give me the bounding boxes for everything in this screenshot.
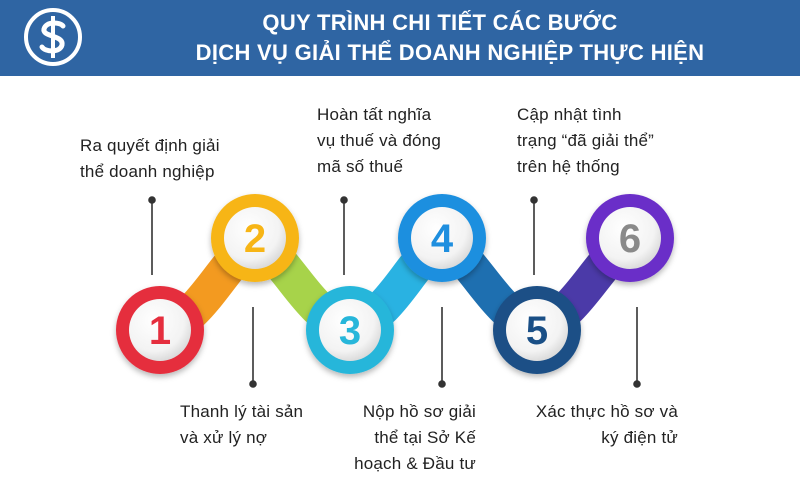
pointer-step-2 — [249, 307, 257, 388]
title-line-1: QUY TRÌNH CHI TIẾT CÁC BƯỚC — [262, 10, 618, 35]
step-1-line: Ra quyết định giải — [80, 136, 220, 155]
header-banner: QUY TRÌNH CHI TIẾT CÁC BƯỚC DỊCH VỤ GIẢI… — [0, 0, 800, 76]
step-5-line: trên hệ thống — [517, 157, 620, 176]
step-6-text: Xác thực hồ sơ và ký điện tử — [500, 399, 678, 451]
step-4-line: hoạch & Đầu tư — [354, 454, 476, 473]
step-6-node: 6 — [586, 194, 674, 282]
step-4-line: thể tại Sở Kế — [374, 428, 476, 447]
step-3-number: 3 — [339, 309, 361, 353]
step-3-line: vụ thuế và đóng — [317, 131, 441, 150]
pointer-step-1 — [148, 196, 156, 275]
step-5-node: 5 — [493, 286, 581, 374]
step-5-line: Cập nhật tình — [517, 105, 622, 124]
step-6-number: 6 — [619, 217, 641, 261]
step-2-node: 2 — [211, 194, 299, 282]
step-2-number: 2 — [244, 217, 266, 261]
dollar-logo-icon — [24, 8, 82, 66]
title-line-2: DỊCH VỤ GIẢI THỂ DOANH NGHIỆP THỰC HIỆN — [195, 40, 705, 65]
step-4-text: Nộp hồ sơ giải thể tại Sở Kế hoạch & Đầu… — [300, 399, 476, 477]
step-4-line: Nộp hồ sơ giải — [362, 402, 476, 421]
step-1-node: 1 — [116, 286, 204, 374]
step-3-line: Hoàn tất nghĩa — [317, 105, 432, 124]
step-1-number: 1 — [149, 309, 171, 353]
step-1-line: thể doanh nghiệp — [80, 162, 215, 181]
pointer-step-5 — [530, 196, 538, 275]
step-5-text: Cập nhật tình trạng “đã giải thể” trên h… — [517, 102, 654, 180]
step-6-line: ký điện tử — [601, 428, 678, 447]
pointer-step-4 — [438, 307, 446, 388]
step-3-node: 3 — [306, 286, 394, 374]
pointer-step-6 — [633, 307, 641, 388]
step-3-line: mã số thuế — [317, 157, 404, 176]
step-1-text: Ra quyết định giải thể doanh nghiệp — [80, 133, 220, 185]
step-6-line: Xác thực hồ sơ và — [535, 402, 678, 421]
step-2-line: Thanh lý tài sản — [180, 402, 304, 421]
page-title: QUY TRÌNH CHI TIẾT CÁC BƯỚC DỊCH VỤ GIẢI… — [0, 0, 800, 76]
step-2-line: và xử lý nợ — [180, 428, 268, 447]
step-4-number: 4 — [431, 217, 454, 261]
step-5-line: trạng “đã giải thể” — [517, 131, 655, 150]
step-2-text: Thanh lý tài sản và xử lý nợ — [180, 399, 340, 451]
step-5-number: 5 — [526, 309, 548, 353]
pointer-step-3 — [340, 196, 348, 275]
step-3-text: Hoàn tất nghĩa vụ thuế và đóng mã số thu… — [317, 102, 441, 180]
step-4-node: 4 — [398, 194, 486, 282]
